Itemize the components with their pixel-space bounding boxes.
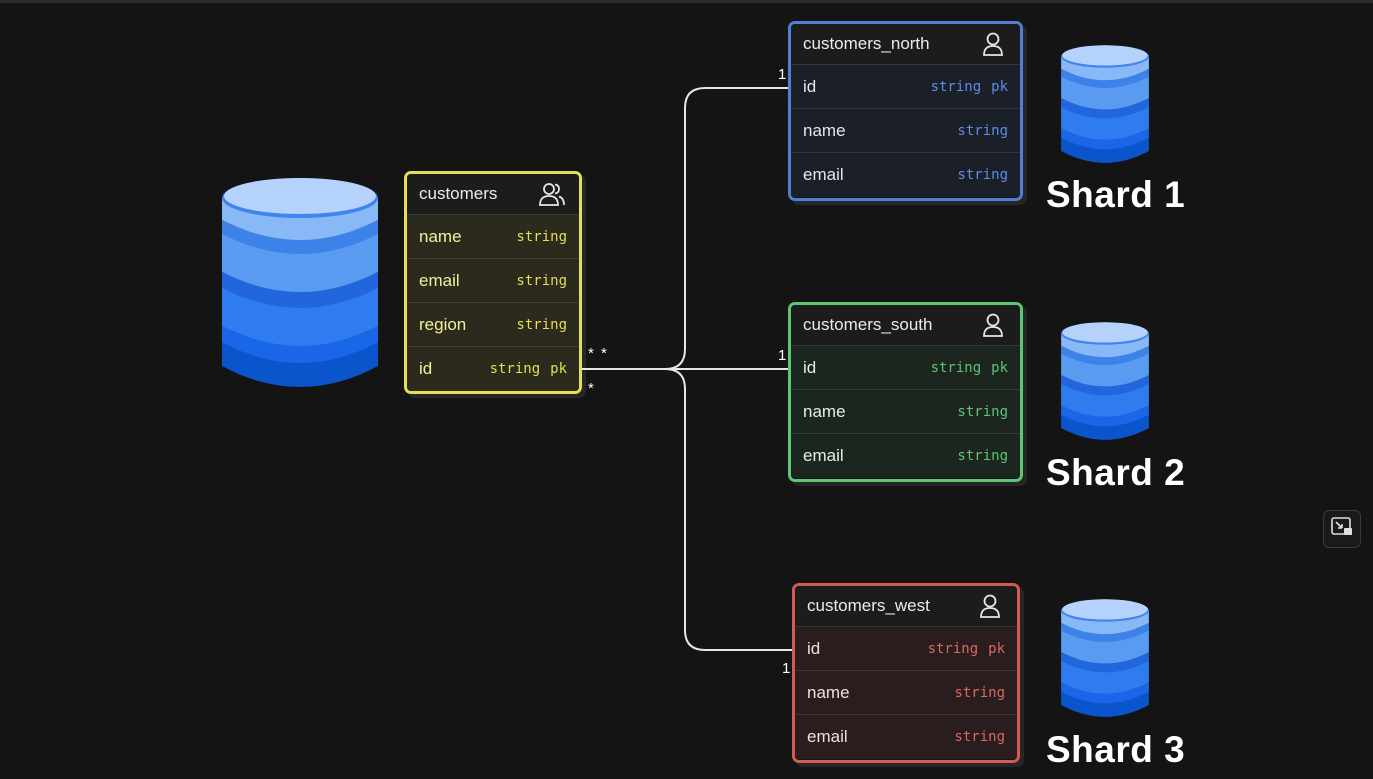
field-type: string — [516, 273, 567, 289]
database-icon — [1060, 44, 1150, 173]
primary-key-label: pk — [991, 359, 1008, 376]
field-name: email — [807, 727, 848, 746]
users-icon — [537, 179, 567, 209]
field-row-region: region string — [407, 303, 579, 347]
table-header: customers_south — [791, 305, 1020, 346]
cardinality-one-marker: 1 — [778, 66, 787, 83]
field-name: id — [803, 76, 817, 96]
field-type-label: string — [954, 729, 1005, 745]
top-divider — [0, 0, 1373, 3]
field-type-label: string — [516, 272, 567, 289]
field-row-id: id string pk — [791, 65, 1020, 109]
field-type: string — [516, 229, 567, 245]
field-type-label: string — [489, 361, 541, 377]
connector-north — [578, 87, 793, 370]
database-icon — [1060, 321, 1150, 450]
field-type: string pk — [490, 361, 567, 377]
picture-in-picture-icon — [1331, 516, 1353, 542]
field-name: id — [807, 638, 821, 658]
cardinality-many-marker: * — [588, 380, 594, 397]
user-icon — [978, 310, 1008, 340]
field-type: string — [516, 317, 567, 333]
field-name: email — [803, 446, 844, 465]
shard-label: Shard 1 — [1046, 174, 1186, 215]
picture-in-picture-button[interactable] — [1323, 510, 1361, 548]
field-type-label: string — [954, 684, 1005, 701]
field-type-label: string — [957, 403, 1008, 420]
field-name: email — [803, 165, 844, 184]
field-name: id — [803, 357, 817, 377]
field-row-name: name string — [791, 109, 1020, 153]
table-title: customers_north — [803, 34, 930, 53]
cardinality-many-marker: * — [588, 345, 594, 362]
shard-label: Shard 3 — [1046, 729, 1186, 770]
field-type: string — [954, 729, 1005, 745]
field-type-label: string — [957, 448, 1008, 464]
customers-table[interactable]: customers name string email string regio… — [404, 171, 582, 394]
field-row-name: name string — [791, 390, 1020, 434]
field-row-email: email string — [795, 715, 1017, 759]
customers-north-table[interactable]: customers_north id string pk name string… — [788, 21, 1023, 201]
field-type: string pk — [928, 641, 1005, 657]
connector-west — [578, 368, 797, 651]
customers-west-table[interactable]: customers_west id string pk name string … — [792, 583, 1020, 763]
field-type: string — [954, 685, 1005, 701]
field-name: name — [803, 120, 846, 140]
field-type-label: string — [930, 359, 982, 376]
field-row-email: email string — [791, 153, 1020, 197]
field-type-label: string — [516, 228, 567, 245]
field-type: string — [957, 404, 1008, 420]
user-icon — [978, 29, 1008, 59]
cardinality-one-marker: 1 — [782, 660, 791, 677]
field-type-label: string — [957, 167, 1008, 183]
field-row-id: id string pk — [791, 346, 1020, 390]
table-header: customers — [407, 174, 579, 215]
field-type: string — [957, 167, 1008, 183]
primary-key-label: pk — [988, 640, 1005, 657]
field-type-label: string — [516, 316, 567, 333]
field-name: name — [419, 226, 462, 246]
database-icon — [1060, 598, 1150, 727]
primary-key-label: pk — [550, 361, 567, 377]
table-title: customers_south — [803, 315, 933, 334]
field-name: name — [803, 401, 846, 421]
field-name: id — [419, 359, 433, 378]
field-row-email: email string — [791, 434, 1020, 478]
cardinality-many-marker: * — [601, 345, 607, 362]
table-title: customers — [419, 184, 498, 203]
user-icon — [975, 591, 1005, 621]
field-row-id: id string pk — [407, 347, 579, 391]
field-type-label: string — [930, 78, 982, 95]
field-row-id: id string pk — [795, 627, 1017, 671]
field-type-label: string — [957, 122, 1008, 139]
field-row-email: email string — [407, 259, 579, 303]
database-icon — [220, 176, 380, 401]
table-title: customers_west — [807, 596, 930, 615]
field-type-label: string — [927, 640, 979, 657]
field-type: string pk — [931, 360, 1008, 376]
field-row-name: name string — [407, 215, 579, 259]
table-header: customers_west — [795, 586, 1017, 627]
field-name: name — [807, 682, 850, 702]
shard-label: Shard 2 — [1046, 452, 1186, 493]
field-type: string — [957, 123, 1008, 139]
field-name: region — [419, 314, 467, 334]
field-type: string pk — [931, 79, 1008, 95]
field-row-name: name string — [795, 671, 1017, 715]
field-name: email — [419, 270, 460, 290]
field-type: string — [957, 448, 1008, 464]
table-header: customers_north — [791, 24, 1020, 65]
primary-key-label: pk — [991, 78, 1008, 95]
cardinality-one-marker: 1 — [778, 347, 787, 364]
customers-south-table[interactable]: customers_south id string pk name string… — [788, 302, 1023, 482]
